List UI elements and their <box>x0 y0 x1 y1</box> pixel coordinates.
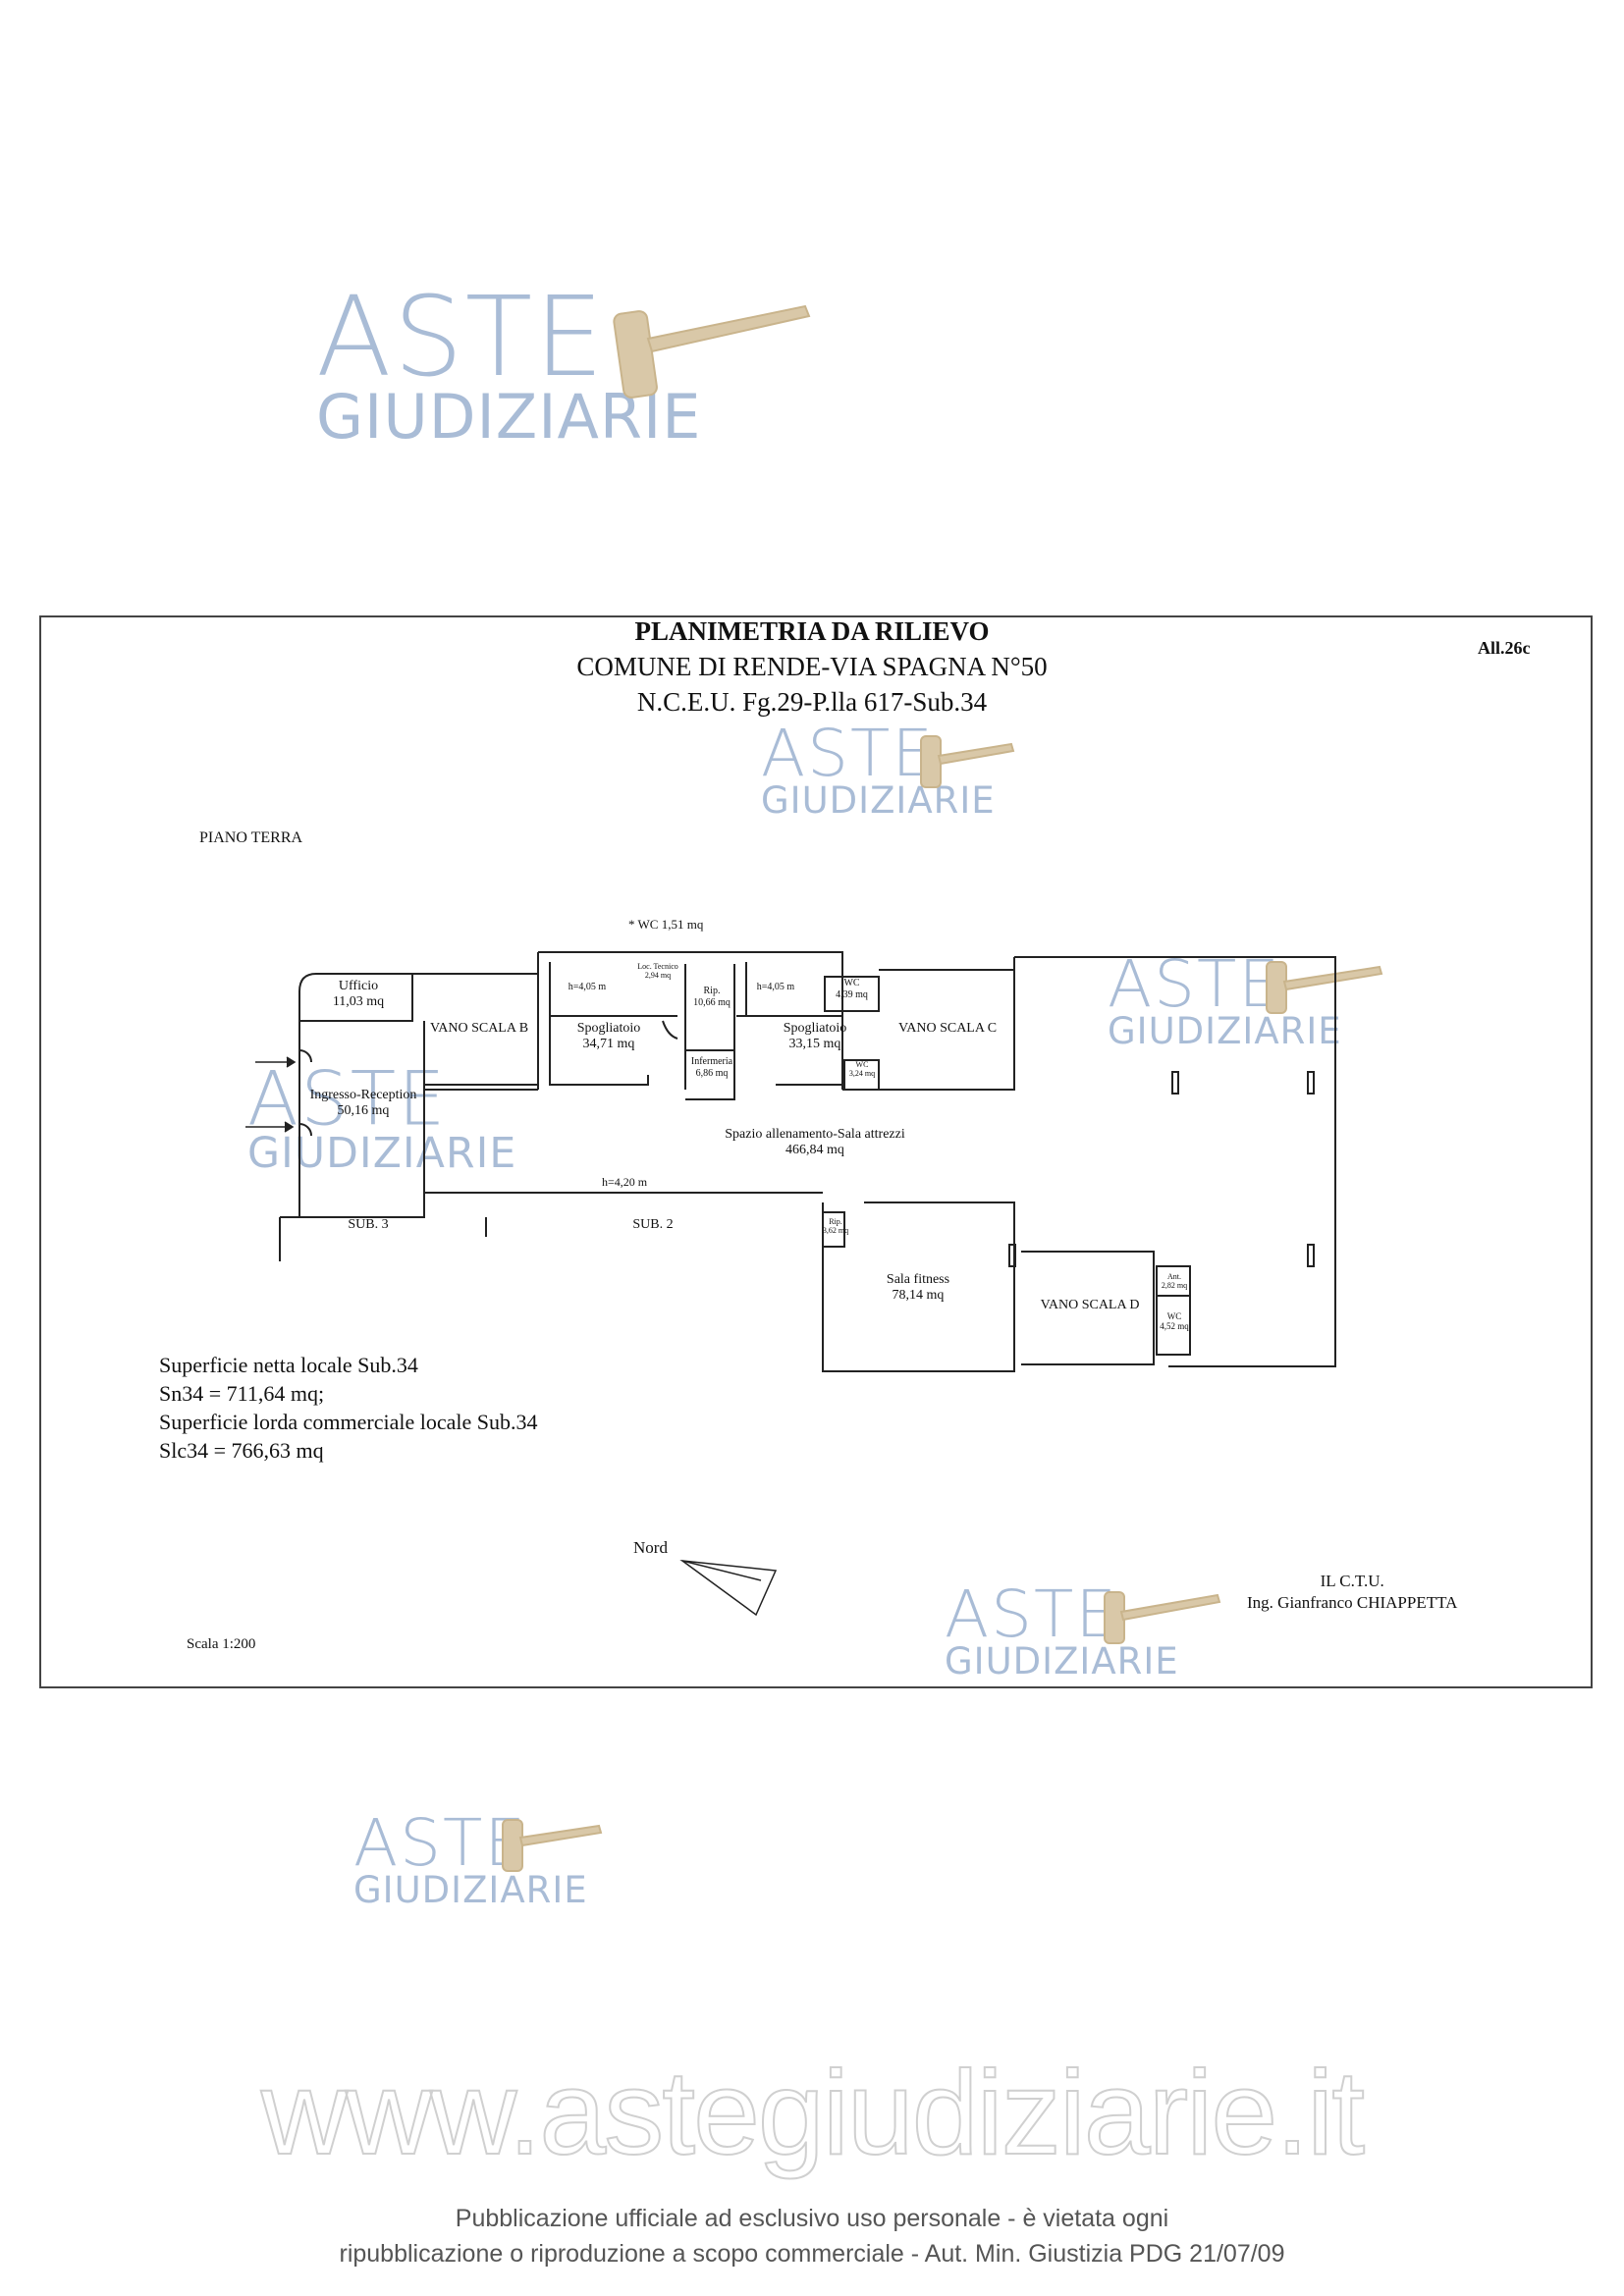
footer-url-watermark: www.astegiudiziarie.it <box>260 2045 1366 2180</box>
watermark-logo-bottom-frame: ASTE GIUDIZIARIE <box>945 1576 1179 1682</box>
gavel-icon <box>920 735 1015 788</box>
wall-wc-d <box>1156 1265 1191 1356</box>
label-spazio-allenamento: Spazio allenamento-Sala attrezzi 466,84 … <box>725 1127 905 1158</box>
north-arrow-icon <box>679 1559 778 1617</box>
entrance-arrow-icon <box>245 1121 295 1133</box>
pillar <box>1171 1071 1179 1095</box>
north-label: Nord <box>633 1538 668 1557</box>
label-sala-fitness: Sala fitness 78,14 mq <box>886 1272 950 1304</box>
label-h-right: h=4,05 m <box>756 982 795 992</box>
gavel-icon <box>1266 961 1383 1014</box>
gavel-icon <box>1104 1591 1221 1644</box>
drawing-frame <box>39 615 1593 1688</box>
floor-label: PIANO TERRA <box>199 829 303 846</box>
label-vano-scala-c: VANO SCALA C <box>897 1021 998 1036</box>
pillar <box>1307 1071 1315 1095</box>
surface-summary: Superficie netta locale Sub.34 Sn34 = 71… <box>159 1353 538 1463</box>
label-infermeria: Infermeria 6,86 mq <box>690 1056 733 1079</box>
label-vano-scala-b: VANO SCALA B <box>429 1021 529 1036</box>
wall-vano-d <box>1021 1251 1155 1365</box>
label-ant: Ant. 2,82 mq <box>1161 1272 1188 1291</box>
footer-notice: Pubblicazione ufficiale ad esclusivo uso… <box>339 2205 1285 2268</box>
label-wc-d: WC 4,52 mq <box>1160 1311 1189 1332</box>
label-vano-scala-d: VANO SCALA D <box>1040 1298 1140 1312</box>
door-arc <box>662 1020 678 1040</box>
watermark-logo-title: ASTE GIUDIZIARIE <box>761 716 996 822</box>
wall-rip2 <box>823 1211 845 1248</box>
wall-wc-r <box>824 976 880 1012</box>
label-wc-right: WC 4,39 mq <box>836 978 868 1000</box>
wall-core <box>537 951 843 1090</box>
plan-title: PLANIMETRIA DA RILIEVO <box>634 616 990 646</box>
label-loc-tecnico: Loc. Tecnico 2,94 mq <box>637 962 678 981</box>
wall-spogl-r <box>745 962 842 1086</box>
label-h-left: h=4,05 m <box>568 982 607 992</box>
signature-block: IL C.T.U. Ing. Gianfranco CHIAPPETTA <box>1247 1572 1458 1612</box>
wall-sub-line <box>280 1216 487 1237</box>
pillar <box>1008 1244 1016 1267</box>
label-ingresso: Ingresso-Reception 50,16 mq <box>309 1088 417 1119</box>
wall-spogl-l <box>549 962 649 1086</box>
label-h-main: h=4,20 m <box>601 1175 648 1189</box>
watermark-logo-left: ASTE GIUDIZIARIE <box>247 1055 517 1178</box>
label-ufficio: Ufficio 11,03 mq <box>332 979 385 1010</box>
label-rip2: Rip. 3,62 mq <box>822 1217 849 1236</box>
plan-subtitle: COMUNE DI RENDE-VIA SPAGNA N°50 <box>576 652 1048 681</box>
wall-sala-fitness <box>822 1201 1015 1372</box>
pillar <box>1307 1244 1315 1267</box>
gavel-icon <box>613 304 811 399</box>
label-rip: Rip. 10,66 mq <box>693 986 731 1008</box>
door-arc <box>298 1049 312 1137</box>
gavel-icon <box>502 1819 603 1872</box>
attachment-label: All.26c <box>1478 638 1531 658</box>
wall-infermeria <box>685 1049 735 1100</box>
wall-ufficio <box>298 973 413 1022</box>
label-spogliatoio-right: Spogliatoio 33,15 mq <box>783 1021 847 1052</box>
watermark-logo-right: ASTE GIUDIZIARIE <box>1108 946 1342 1052</box>
scale-label: Scala 1:200 <box>187 1636 256 1652</box>
wall-main-hall <box>424 956 1336 1367</box>
label-sub2: SUB. 2 <box>632 1217 674 1232</box>
entrance-arrow-icon <box>255 1056 297 1068</box>
label-sub3: SUB. 3 <box>348 1217 389 1232</box>
watermark-logo-lower: ASTE GIUDIZIARIE <box>353 1805 588 1911</box>
label-spogliatoio-left: Spogliatoio 34,71 mq <box>576 1021 641 1052</box>
plan-cadastral-ref: N.C.E.U. Fg.29-P.lla 617-Sub.34 <box>636 687 988 717</box>
label-wc-top: * WC 1,51 mq <box>628 917 704 932</box>
wall-core-inner <box>550 964 842 1090</box>
label-wc-small: WC 3,24 mq <box>848 1060 876 1079</box>
